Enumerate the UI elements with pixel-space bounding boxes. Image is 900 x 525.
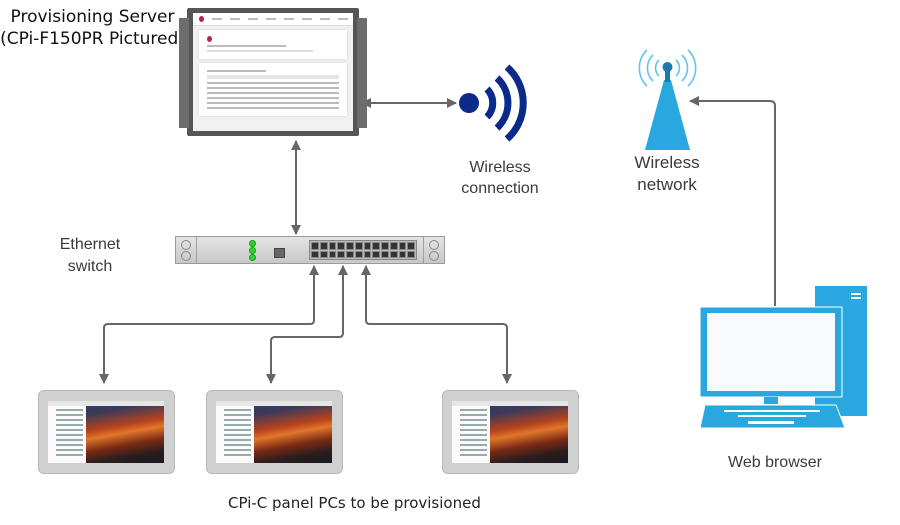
wireless-network-line2: network	[637, 175, 697, 194]
ethernet-port	[407, 250, 415, 258]
provisioning-server-device	[179, 8, 367, 136]
ethernet-port	[346, 250, 354, 258]
server-screen	[193, 13, 353, 131]
server-screen-nav	[193, 13, 353, 26]
server-title-line2: (CPi-F150PR Pictured)	[0, 29, 185, 49]
ethernet-port	[363, 242, 372, 250]
ethernet-port	[398, 250, 407, 258]
ethernet-port	[363, 250, 372, 258]
ethernet-port	[389, 250, 398, 258]
ethernet-switch-device	[175, 236, 445, 264]
ethernet-port	[381, 242, 389, 250]
ethernet-switch-line2: switch	[67, 258, 113, 275]
taskbar	[48, 401, 164, 406]
ethernet-port	[337, 250, 345, 258]
ethernet-port	[328, 250, 337, 258]
panel-pc-1	[38, 390, 175, 474]
raspberry-logo-icon	[199, 16, 204, 22]
ethernet-port	[319, 250, 328, 258]
ethernet-port	[354, 242, 363, 250]
wireless-connection-line1: Wireless	[469, 159, 531, 176]
status-led-icon	[249, 254, 256, 261]
ethernet-port	[328, 242, 337, 250]
taskbar	[452, 401, 568, 406]
ethernet-port	[398, 242, 407, 250]
ethernet-port	[407, 242, 415, 250]
console-port	[274, 248, 285, 258]
ethernet-port	[354, 250, 363, 258]
ethernet-port	[381, 250, 389, 258]
server-log-card	[199, 63, 347, 116]
rack-ear-right	[423, 237, 444, 263]
ethernet-port	[372, 242, 380, 250]
ethernet-port-grid	[309, 240, 417, 260]
ethernet-port	[319, 242, 328, 250]
wireless-connection-line2: connection	[461, 180, 539, 197]
web-browser-label: Web browser	[728, 454, 822, 471]
start-menu	[216, 406, 254, 463]
panel-pcs-caption: CPi-C panel PCs to be provisioned	[228, 494, 481, 512]
rack-ear-left	[176, 237, 197, 263]
raspberry-logo-icon	[207, 36, 212, 42]
ethernet-port	[311, 242, 319, 250]
server-title: Provisioning Server (CPi-F150PR Pictured…	[0, 6, 185, 50]
wireless-network-line1: Wireless	[634, 153, 700, 172]
wireless-network-label: Wireless network	[622, 152, 712, 196]
taskbar	[216, 401, 332, 406]
ethernet-port	[337, 242, 345, 250]
panel-pc-3	[442, 390, 579, 474]
ethernet-port	[346, 242, 354, 250]
panel-pc-screen	[452, 401, 568, 463]
panel-pc-screen	[48, 401, 164, 463]
connector-switch-panel-2	[266, 265, 348, 384]
wireless-connection-label: Wireless connection	[455, 157, 545, 199]
ethernet-port	[311, 250, 319, 258]
ethernet-switch-label: Ethernet switch	[40, 234, 140, 278]
mount-bracket-right	[357, 18, 367, 128]
start-menu	[452, 406, 490, 463]
panel-pc-2	[206, 390, 343, 474]
start-menu	[48, 406, 86, 463]
mount-bracket-left	[179, 18, 189, 128]
connector-computer-antenna	[689, 96, 776, 306]
connector-switch-panel-3	[361, 265, 512, 384]
server-title-line1: Provisioning Server	[10, 7, 175, 27]
panel-pc-screen	[216, 401, 332, 463]
status-led-icon	[249, 240, 256, 247]
status-led-icon	[249, 247, 256, 254]
server-welcome-card	[199, 30, 347, 59]
ethernet-port	[372, 250, 380, 258]
ethernet-port	[389, 242, 398, 250]
ethernet-switch-line1: Ethernet	[59, 236, 121, 253]
